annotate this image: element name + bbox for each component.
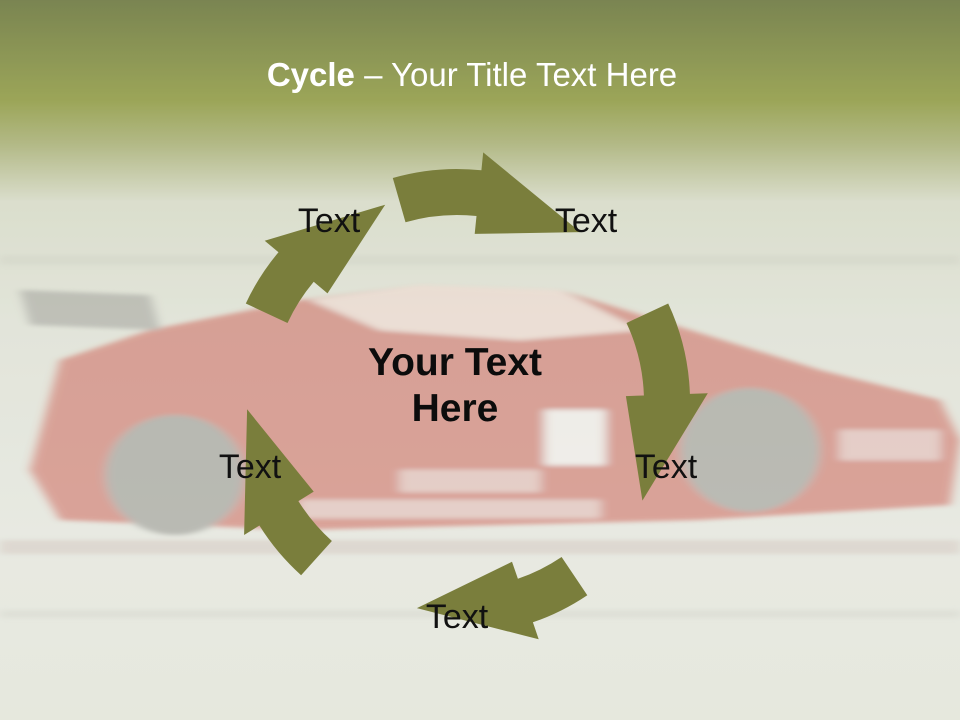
cycle-item-left: Text <box>218 448 282 486</box>
slide-title: Cycle – Your Title Text Here <box>0 52 944 98</box>
cycle-item-top-right: Text <box>554 202 618 240</box>
cycle-item-right: Text <box>634 448 698 486</box>
slide-title-rest: – Your Title Text Here <box>354 56 678 93</box>
cycle-item-bottom: Text <box>425 598 489 636</box>
center-text: Your Text Here <box>330 340 580 432</box>
cycle-item-top-left: Text <box>297 202 361 240</box>
arrow-left <box>245 204 386 323</box>
center-text-line2: Here <box>411 387 499 430</box>
arrow-bottom-right <box>416 557 588 640</box>
arrow-bottom-left <box>244 409 332 576</box>
slide-title-bold: Cycle <box>266 56 355 93</box>
center-text-line1: Your Text <box>367 341 543 384</box>
arrow-top <box>392 152 581 234</box>
arrow-right <box>625 303 708 501</box>
